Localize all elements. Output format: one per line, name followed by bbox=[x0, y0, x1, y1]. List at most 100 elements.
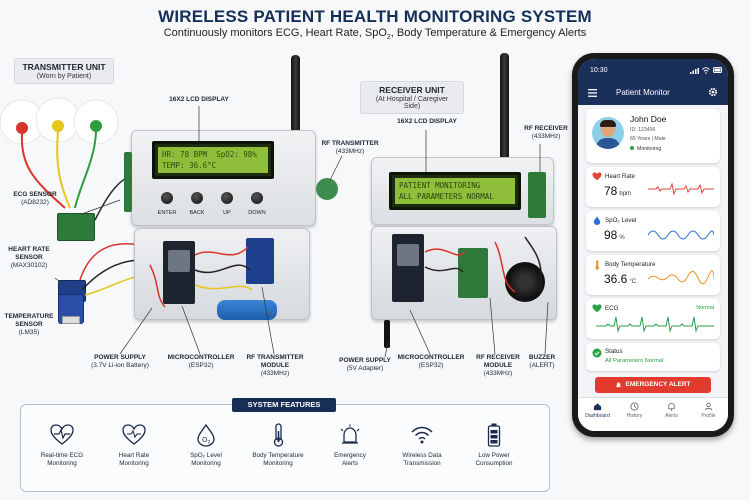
smartphone: 10:30 Patient Monitor John Doe ID: 12345… bbox=[572, 53, 734, 437]
receiver-mcu-label: MICROCONTROLLER(ESP32) bbox=[397, 354, 465, 369]
signal-icon bbox=[690, 68, 699, 74]
patient-card: John Doe ID: 123456 65 Years | Male Moni… bbox=[586, 109, 720, 163]
transmitter-esp32-chip bbox=[168, 250, 190, 272]
alarm-icon bbox=[340, 424, 360, 444]
receiver-leader-lines bbox=[384, 130, 549, 358]
patient-status: Monitoring bbox=[630, 146, 661, 152]
down-button[interactable] bbox=[251, 192, 263, 204]
transmitter-antenna bbox=[291, 55, 300, 133]
nav-alerts[interactable]: Alerts bbox=[653, 402, 690, 419]
receiver-buzzer bbox=[505, 262, 545, 302]
heart-rate-value: 78 bbox=[604, 184, 618, 198]
buzzer-label: BUZZER(ALERT) bbox=[528, 354, 556, 369]
ecg-electrodes bbox=[0, 97, 119, 209]
status-value: All Parameters Normal bbox=[605, 358, 664, 364]
page-subtitle: Continuously monitors ECG, Heart Rate, S… bbox=[163, 27, 587, 42]
status-card: Status All Parameters Normal bbox=[586, 343, 720, 371]
transmitter-unit-label: TRANSMITTER UNIT (Worn by Patient) bbox=[14, 58, 114, 84]
svg-text:2: 2 bbox=[208, 440, 211, 446]
emergency-alert-button[interactable]: EMERGENCY ALERT bbox=[595, 377, 711, 393]
down-button-label: DOWN bbox=[248, 210, 266, 216]
patient-info: 65 Years | Male bbox=[630, 136, 666, 142]
menu-icon[interactable] bbox=[588, 89, 597, 97]
up-button-label: UP bbox=[223, 210, 231, 216]
receiver-lcd-label: 16X2 LCD DISPLAY bbox=[397, 118, 457, 125]
up-button[interactable] bbox=[221, 192, 233, 204]
heart-icon bbox=[122, 424, 146, 445]
transmitter-lcd-label: 16X2 LCD DISPLAY bbox=[169, 96, 229, 103]
transmitter-lcd: HR: 78 BPM SpO2: 98%TEMP: 36.6°C bbox=[152, 141, 274, 179]
clock-icon bbox=[630, 402, 639, 411]
enter-button[interactable] bbox=[161, 192, 173, 204]
thermometer-icon bbox=[595, 260, 599, 270]
bell-icon bbox=[668, 402, 675, 411]
user-icon bbox=[704, 402, 713, 411]
app-title: Patient Monitor bbox=[616, 88, 670, 97]
receiver-internal-wires bbox=[424, 236, 542, 293]
thermometer-icon bbox=[273, 423, 284, 447]
temperature-sensor-connector bbox=[62, 316, 80, 324]
nav-profile[interactable]: Profile bbox=[690, 402, 727, 419]
patient-avatar bbox=[592, 117, 624, 149]
wifi-icon bbox=[411, 426, 433, 444]
receiver-rf-board bbox=[528, 172, 546, 218]
rf-transmitter-coil bbox=[316, 178, 338, 200]
patient-id: ID: 123456 bbox=[630, 127, 656, 133]
receiver-rf-module-board bbox=[458, 248, 488, 298]
temperature-value: 36.6 bbox=[604, 272, 628, 286]
wifi-status-icon bbox=[702, 67, 710, 74]
transmitter-power-label: POWER SUPPLY(3.7V Li-ion Battery) bbox=[91, 354, 149, 369]
bottom-nav: Dashboard History Alerts Profile bbox=[578, 397, 728, 431]
receiver-power-label: POWER SUPPLY(5V Adapter) bbox=[339, 357, 391, 372]
receiver-antenna bbox=[500, 53, 509, 165]
temperature-trace bbox=[648, 270, 714, 285]
receiver-unit-label: RECEIVER UNIT (At Hospital / Caregiver S… bbox=[360, 81, 464, 114]
app-bar: Patient Monitor bbox=[578, 81, 728, 105]
receiver-power-plug bbox=[384, 320, 390, 348]
rf-receiver-label: RF RECEIVER(433MHz) bbox=[524, 125, 568, 140]
transmitter-battery bbox=[217, 300, 277, 320]
rf-transmitter-label: RF TRANSMITTER(433MHz) bbox=[321, 140, 379, 155]
shield-check-icon bbox=[592, 348, 602, 358]
spo2-value: 98 bbox=[604, 228, 618, 242]
heart-ecg-icon bbox=[50, 424, 74, 445]
back-button[interactable] bbox=[191, 192, 203, 204]
phone-time: 10:30 bbox=[590, 67, 608, 74]
transmitter-rf-module-board bbox=[246, 238, 274, 284]
nav-history[interactable]: History bbox=[616, 402, 653, 419]
status-label: Status bbox=[605, 348, 623, 355]
ecg-card[interactable]: ECG Normal bbox=[586, 299, 720, 339]
spo2-trace bbox=[648, 230, 714, 240]
heart-rate-trace bbox=[648, 182, 714, 196]
ecg-badge: Normal bbox=[696, 305, 714, 311]
ecg-sensor-label: ECG SENSOR(AD8232) bbox=[13, 191, 57, 206]
receiver-esp32-chip bbox=[397, 244, 419, 266]
transmitter-internal-wires bbox=[149, 246, 253, 308]
temperature-card[interactable]: Body Temperature 36.6°C bbox=[586, 255, 720, 295]
settings-icon[interactable] bbox=[708, 87, 718, 97]
nav-dashboard[interactable]: Dashboard bbox=[579, 402, 616, 419]
heart-ecg-icon bbox=[592, 304, 602, 313]
phone-screen: 10:30 Patient Monitor John Doe ID: 12345… bbox=[578, 59, 728, 431]
back-button-label: BACK bbox=[189, 210, 205, 216]
spo2-card[interactable]: SpO₂ Level 98% bbox=[586, 211, 720, 251]
battery-icon bbox=[487, 423, 501, 447]
home-icon bbox=[593, 403, 602, 411]
page-title: WIRELESS PATIENT HEALTH MONITORING SYSTE… bbox=[158, 7, 592, 26]
transmitter-leader-lines bbox=[54, 106, 343, 355]
drop-icon bbox=[593, 216, 601, 225]
ecg-trace bbox=[596, 316, 714, 333]
